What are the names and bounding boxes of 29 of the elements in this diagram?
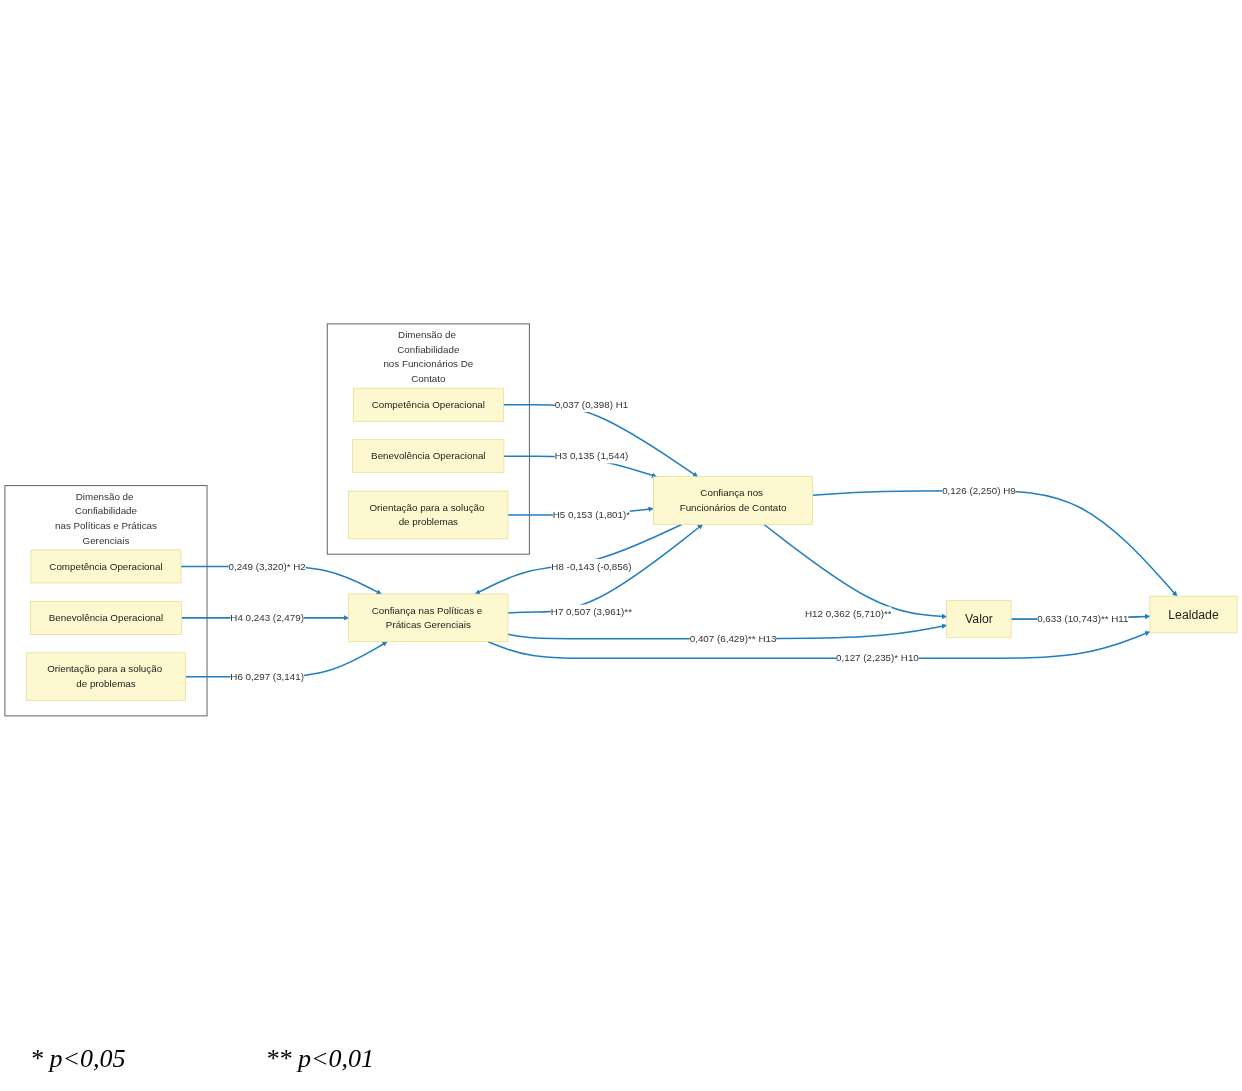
edge-label: 0,126 (2,250) H9 [942, 485, 1016, 496]
node-box: Benevolência Operacional [352, 439, 505, 474]
arrow [475, 523, 683, 595]
node-box: Orientação para a solução de problemas [348, 490, 509, 540]
node-box: Valor [946, 600, 1012, 638]
edge-label: H12 0,362 (5,710)** [804, 608, 892, 619]
edge-label: 0,633 (10,743)** H11 [1037, 613, 1129, 625]
arrow [763, 523, 947, 620]
edge-label: 0,127 (2,235)* H10 [836, 652, 919, 664]
edge-label: 0,037 (0,398) H1 [554, 399, 629, 410]
edge-label: H3 0,135 (1,544) [554, 450, 629, 462]
edge-label: H7 0,507 (3,961)** [550, 606, 632, 617]
node-box: Competência Operacional [30, 549, 182, 584]
edge-label: H4 0,243 (2,479) [230, 612, 304, 623]
arrow [507, 524, 703, 614]
significance-note: ** p<0,01 [265, 1044, 375, 1074]
node-box: Confiança nas Políticas e Práticas Gerenciais [348, 593, 509, 643]
node-box: Orientação para a solução de problemas [26, 652, 186, 701]
edge-label: 0,249 (3,320)* H2 [228, 561, 306, 572]
edge-label: H6 0,297 (3,141) [230, 671, 304, 682]
node-box: Competência Operacional [353, 388, 504, 422]
edge-label: H5 0,153 (1,801)* [552, 509, 631, 520]
edge-label: 0,407 (6,429)** H13 [689, 633, 777, 644]
node-box: Lealdade [1149, 595, 1238, 634]
edge-label: H8 -0,143 (-0,856) [551, 561, 632, 572]
node-box: Confiança nos Funcionários de Contato [653, 476, 813, 525]
significance-note: * p<0,05 [30, 1044, 126, 1074]
node-box: Benevolência Operacional [30, 601, 182, 635]
arrow [487, 631, 1151, 660]
